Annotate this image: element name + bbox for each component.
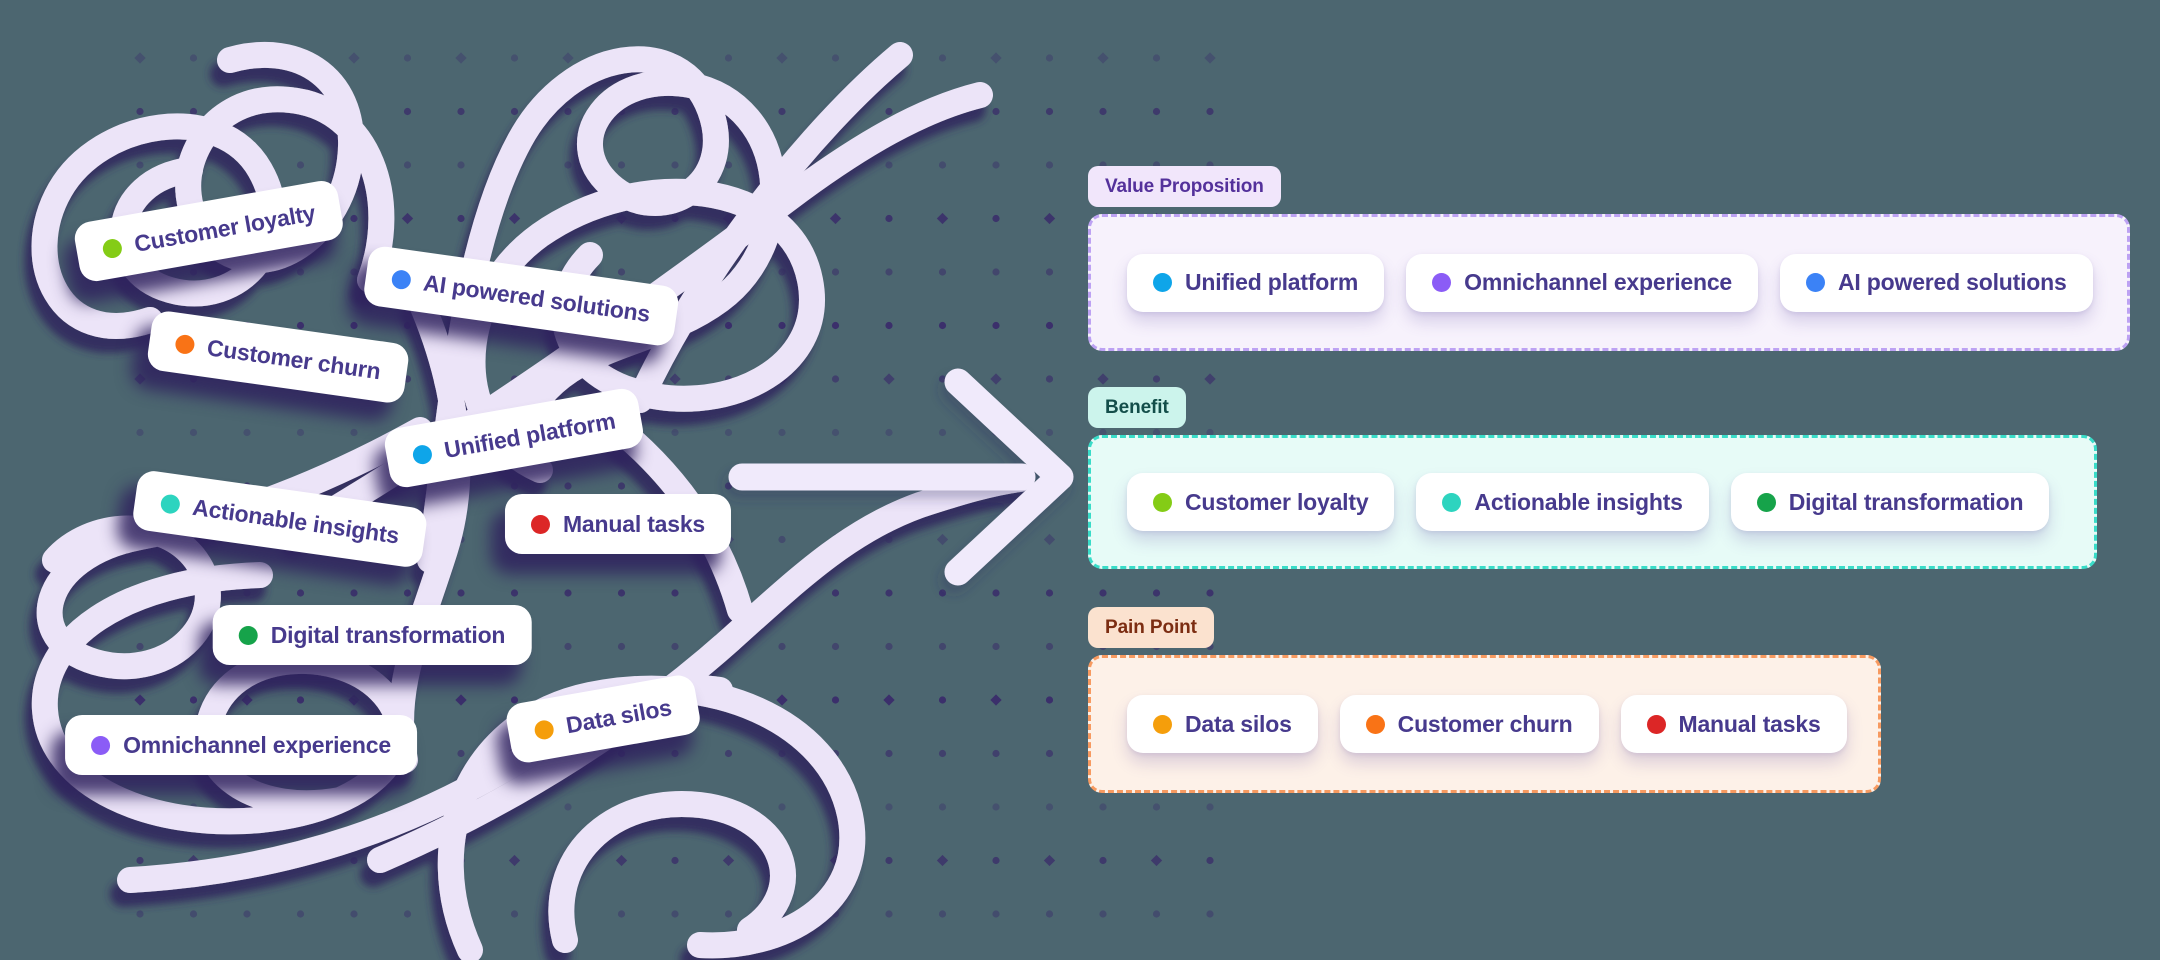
category-dot (1153, 273, 1172, 292)
tag-label: Actionable insights (190, 493, 401, 549)
group-box-pain-point: Data silos Customer churn Manual tasks (1088, 655, 1881, 793)
tag-label: Unified platform (442, 406, 618, 463)
tag-label: Manual tasks (562, 510, 706, 537)
tag-label: Digital transformation (1788, 488, 2024, 515)
tag-label: Unified platform (1185, 269, 1359, 295)
tag-chip-customer-churn: Customer churn (145, 309, 411, 405)
tag-chip-customer-loyalty: Customer loyalty (72, 178, 346, 284)
tag-chip-actionable-insights: Actionable insights (131, 468, 429, 570)
category-dot (1153, 714, 1172, 734)
group-badge-benefit: Benefit (1088, 387, 1186, 428)
category-dot (174, 333, 196, 355)
category-dot (390, 268, 413, 290)
tag-label: AI powered solutions (421, 268, 652, 327)
tag-chip-actionable-insights: Actionable insights (1416, 473, 1709, 531)
transform-arrow-icon (728, 368, 1074, 586)
tag-label: Customer loyalty (132, 199, 318, 257)
tag-label: Data silos (563, 693, 674, 738)
category-dot (1442, 492, 1462, 512)
group-value-proposition: Value Proposition Unified platform Omnic… (1088, 166, 2130, 351)
category-dot (1756, 492, 1776, 512)
category-dot (1806, 273, 1826, 292)
tag-label: Customer churn (1397, 710, 1573, 737)
category-dot (1153, 492, 1172, 512)
tag-chip-customer-loyalty: Customer loyalty (1127, 473, 1395, 531)
group-badge-value-proposition: Value Proposition (1088, 166, 1281, 207)
group-box-benefit: Customer loyalty Actionable insights Dig… (1088, 435, 2097, 569)
tag-chip-manual-tasks: Manual tasks (504, 494, 732, 554)
tag-label: Actionable insights (1474, 488, 1683, 515)
tag-label: AI powered solutions (1838, 269, 2067, 295)
tag-chip-unified-platform: Unified platform (382, 386, 646, 490)
tag-label: Customer loyalty (1185, 488, 1369, 515)
category-dot (1646, 714, 1666, 734)
category-dot (533, 718, 556, 741)
tag-chip-digital-transformation: Digital transformation (212, 605, 532, 665)
tag-label: Manual tasks (1678, 710, 1821, 737)
tag-label: Digital transformation (270, 621, 506, 648)
tag-chip-digital-transformation: Digital transformation (1730, 473, 2050, 531)
category-dot (101, 237, 124, 260)
category-dot (411, 443, 434, 466)
tag-chip-data-silos: Data silos (1127, 695, 1318, 753)
tag-chip-unified-platform: Unified platform (1127, 253, 1385, 312)
tag-chip-data-silos: Data silos (503, 672, 703, 766)
tag-chip-manual-tasks: Manual tasks (1620, 695, 1847, 753)
category-dot (238, 625, 258, 645)
category-dot (159, 492, 182, 515)
tag-chip-ai-powered-solutions: AI powered solutions (362, 244, 680, 348)
group-pain-point: Pain Point Data silos Customer churn Man… (1088, 607, 1881, 793)
tag-label: Customer churn (205, 333, 383, 384)
tag-chip-omnichannel-experience: Omnichannel experience (1406, 253, 1759, 312)
group-benefit: Benefit Customer loyalty Actionable insi… (1088, 387, 2097, 569)
category-dot (91, 735, 111, 755)
tag-chip-customer-churn: Customer churn (1339, 695, 1599, 753)
tag-chip-ai-powered-solutions: AI powered solutions (1780, 253, 2093, 312)
category-dot (530, 514, 550, 534)
category-dot (1365, 714, 1385, 734)
group-badge-pain-point: Pain Point (1088, 607, 1214, 648)
group-box-value-proposition: Unified platform Omnichannel experience … (1088, 214, 2130, 351)
category-dot (1432, 273, 1452, 292)
tag-label: Data silos (1185, 710, 1292, 737)
tag-chip-omnichannel-experience: Omnichannel experience (65, 715, 417, 775)
tag-label: Omnichannel experience (1464, 269, 1733, 295)
tag-label: Omnichannel experience (123, 731, 391, 758)
